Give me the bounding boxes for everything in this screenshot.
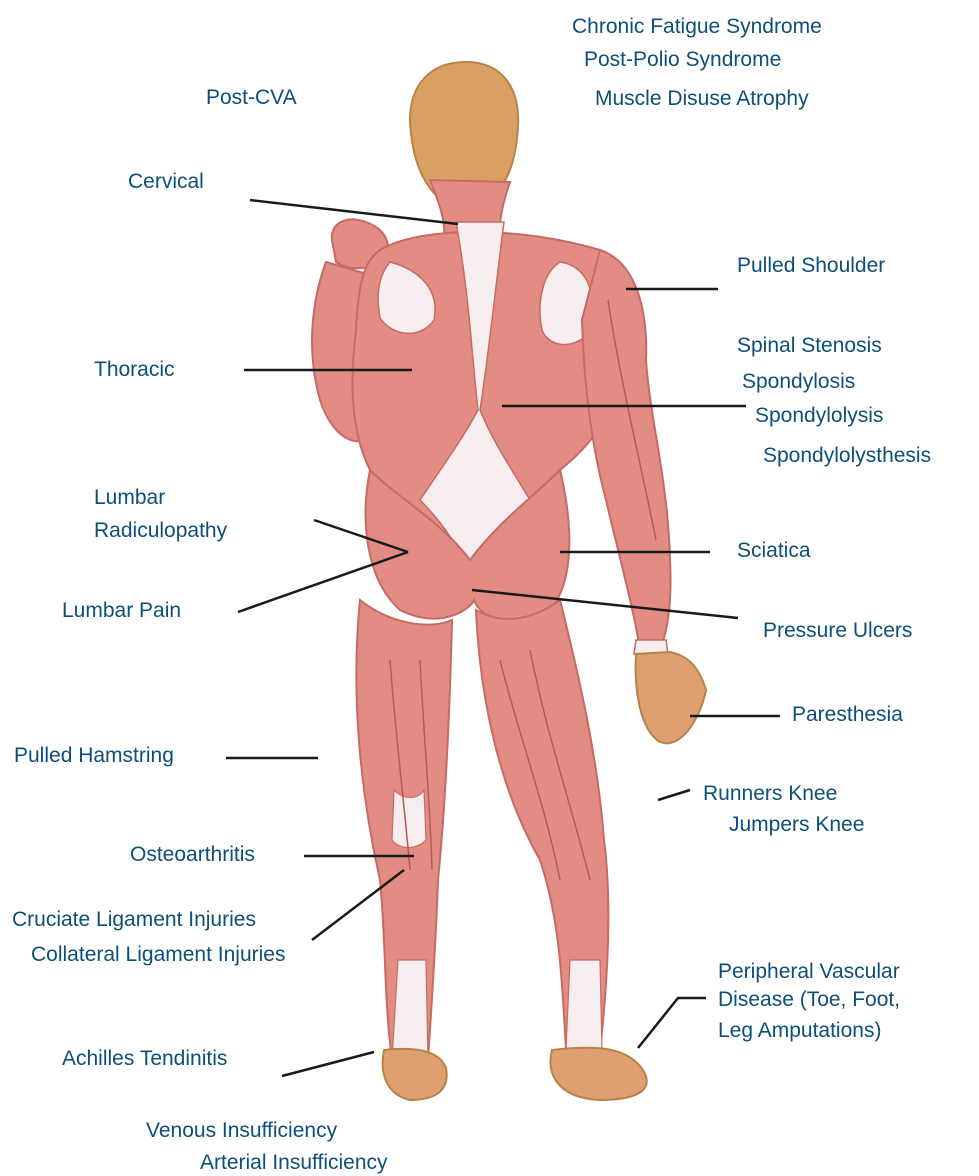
left-knee-tendon [392,790,426,848]
label-post-cva: Post-CVA [206,85,297,111]
label-arterial: Arterial Insufficiency [200,1150,388,1176]
label-spondylolysthesis: Spondylolysthesis [763,443,931,469]
label-osteoarthritis: Osteoarthritis [130,842,255,868]
label-muscle-disuse: Muscle Disuse Atrophy [595,86,809,112]
label-radiculopathy: Radiculopathy [94,518,227,544]
leader-achilles [282,1052,374,1076]
left-foot [383,1049,447,1100]
label-paresthesia: Paresthesia [792,702,903,728]
label-pulled-shoulder: Pulled Shoulder [737,253,885,279]
label-runners-knee: Runners Knee [703,781,837,807]
label-collateral: Collateral Ligament Injuries [31,942,285,968]
label-pressure-ulcers: Pressure Ulcers [763,618,912,644]
label-spondylosis: Spondylosis [742,369,855,395]
label-sciatica: Sciatica [737,538,811,564]
label-lumbar-pain: Lumbar Pain [62,598,181,624]
label-venous: Venous Insufficiency [146,1118,337,1144]
left-achilles [392,960,428,1060]
label-chronic-fatigue: Chronic Fatigue Syndrome [572,14,822,40]
label-pulled-hamstring: Pulled Hamstring [14,743,174,769]
right-hand [636,652,706,743]
leader-peripheral [638,998,706,1048]
right-foot [550,1048,646,1100]
label-peripheral-2: Disease (Toe, Foot, [718,987,900,1013]
label-spinal-stenosis: Spinal Stenosis [737,333,882,359]
human-back-figure [312,62,706,1100]
label-jumpers-knee: Jumpers Knee [729,812,864,838]
label-post-polio: Post-Polio Syndrome [584,47,781,73]
label-spondylolysis: Spondylolysis [755,403,883,429]
right-achilles [566,960,602,1050]
label-achilles: Achilles Tendinitis [62,1046,227,1072]
label-lumbar: Lumbar [94,485,165,511]
right-arm [582,250,671,650]
label-peripheral-3: Leg Amputations) [718,1018,881,1044]
label-thoracic: Thoracic [94,357,175,383]
label-cruciate: Cruciate Ligament Injuries [12,907,256,933]
label-peripheral-1: Peripheral Vascular [718,959,900,985]
label-cervical: Cervical [128,169,204,195]
leader-knee [658,790,690,800]
